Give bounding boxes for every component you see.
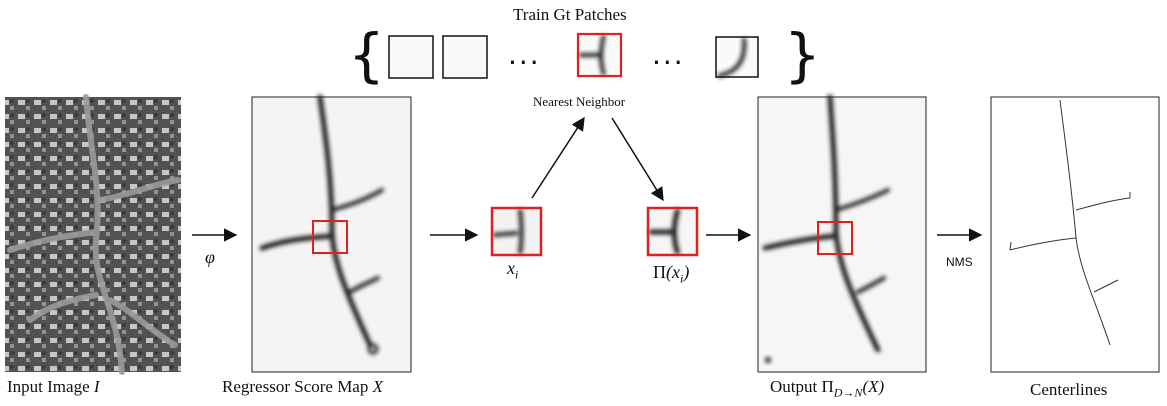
pi-xi-label: Π(xi)	[653, 262, 689, 287]
xi-base: x	[507, 258, 515, 278]
gt-patch-curve	[715, 36, 759, 78]
gt-patch-junction-highlighted	[576, 32, 623, 78]
caption-output-arg: (X)	[862, 377, 885, 396]
gt-patch-horizontal	[442, 35, 488, 79]
caption-score-map: Regressor Score Map X	[222, 377, 383, 397]
patch-pi-xi	[646, 206, 699, 257]
pi-open: (x	[666, 262, 680, 282]
caption-score-var: X	[372, 377, 383, 396]
ellipsis-right: ...	[652, 38, 685, 71]
pi-close: )	[683, 262, 690, 282]
gt-patch-vertical	[388, 35, 434, 79]
xi-sub: i	[515, 267, 519, 282]
caption-score-text: Regressor Score Map	[222, 377, 373, 396]
patch-xi	[490, 206, 543, 257]
input-aerial-image	[5, 94, 181, 375]
arrow-from-nn	[611, 117, 664, 202]
arrow-to-nn	[531, 116, 585, 199]
score-map	[251, 94, 412, 373]
xi-label: xi	[507, 258, 518, 283]
caption-output-pi: Π	[821, 377, 834, 396]
nms-label: NMS	[946, 255, 973, 269]
caption-output-sub: D→N	[833, 385, 863, 400]
ellipsis-left: ...	[508, 38, 541, 71]
centerlines-map	[990, 96, 1160, 373]
brace-open: {	[348, 21, 385, 89]
phi-label: φ	[205, 247, 215, 267]
caption-input-text: Input Image	[7, 377, 94, 396]
pi-symbol: Π	[653, 262, 666, 282]
train-gt-title: Train Gt Patches	[513, 5, 627, 24]
nearest-neighbor-label: Nearest Neighbor	[533, 94, 626, 109]
caption-centerlines: Centerlines	[1030, 380, 1108, 399]
output-map	[757, 94, 927, 373]
pi-sub: i	[679, 271, 684, 286]
caption-output: Output ΠD→N(X)	[770, 377, 884, 400]
caption-input: Input Image I	[7, 377, 100, 397]
brace-close: }	[784, 21, 821, 89]
caption-input-var: I	[93, 377, 100, 396]
caption-output-text: Output	[770, 377, 822, 396]
